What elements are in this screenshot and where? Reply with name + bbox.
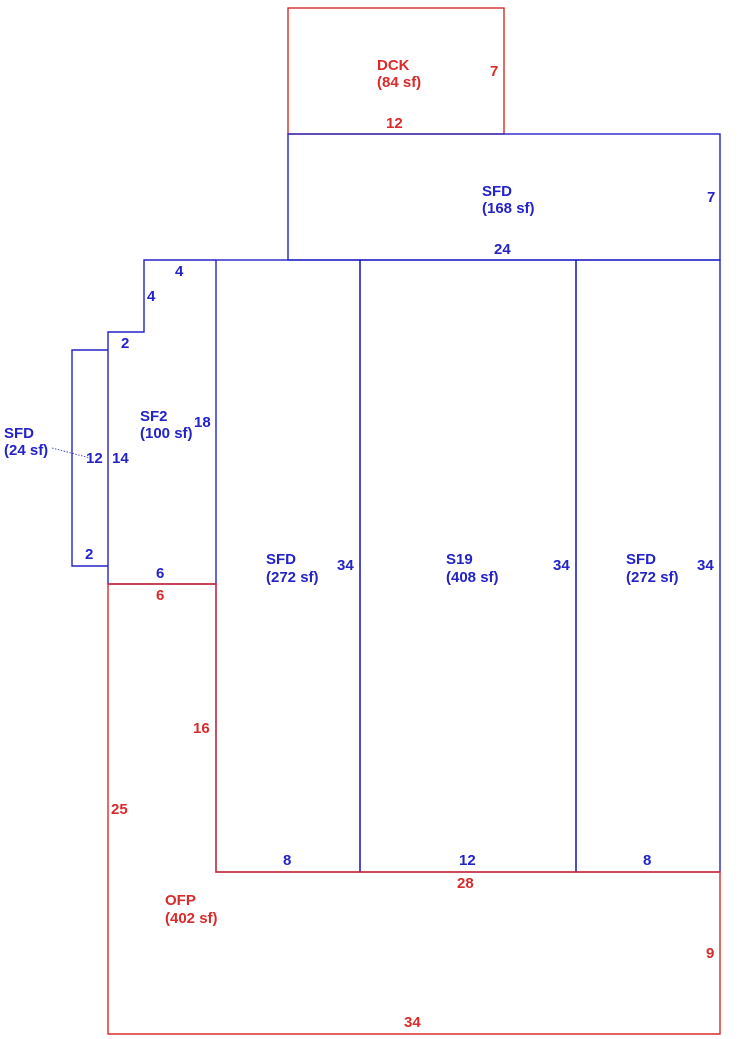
sf2-side-dim: 18 <box>194 414 211 431</box>
ofp-inner-dim: 16 <box>193 720 210 737</box>
sfd-left-side-dim: 12 <box>86 450 103 467</box>
step-side-dim: 4 <box>147 288 156 305</box>
sf2-code-label: SF2 <box>140 408 168 425</box>
sfd-mid2-code-label: SFD <box>626 551 656 568</box>
sf2-left-dim: 14 <box>112 450 129 467</box>
sfd-left-code-label: SFD <box>4 425 34 442</box>
sfd-mid1-area-label: (272 sf) <box>266 569 319 586</box>
sf2-bottom-dim: 6 <box>156 565 164 582</box>
sfd-left-area-label: (24 sf) <box>4 442 48 459</box>
s19-code-label: S19 <box>446 551 473 568</box>
sfd-mid1-code-label: SFD <box>266 551 296 568</box>
sf2-area-label: (100 sf) <box>140 425 193 442</box>
sfd-mid2-side-dim: 34 <box>697 557 714 574</box>
dck-bottom-dim: 12 <box>386 115 403 132</box>
step-ledge-dim: 2 <box>121 335 129 352</box>
ofp-code-label: OFP <box>165 892 196 909</box>
dck-code-label: DCK <box>377 57 410 74</box>
step-top-dim: 4 <box>175 263 184 280</box>
sfd-top-area-label: (168 sf) <box>482 200 535 217</box>
sfd-left-leader <box>51 447 91 459</box>
ofp-right-dim: 9 <box>706 945 714 962</box>
dck-side-dim: 7 <box>490 63 498 80</box>
ofp-bottom-dim: 34 <box>404 1014 421 1031</box>
sfd-mid2-bottom-dim: 8 <box>643 852 651 869</box>
sfd-top-bottom-dim: 24 <box>494 241 511 258</box>
ofp-left-dim: 25 <box>111 801 128 818</box>
sfd-left-outline <box>71 349 108 567</box>
sfd-top-code-label: SFD <box>482 183 512 200</box>
s19-side-dim: 34 <box>553 557 570 574</box>
ofp-top-right-dim: 28 <box>457 875 474 892</box>
ofp-area-label: (402 sf) <box>165 910 218 927</box>
sfd-top-side-dim: 7 <box>707 189 715 206</box>
ofp-outline <box>107 583 721 1035</box>
sfd-left-bottom-dim: 2 <box>85 546 93 563</box>
sfd-mid2-area-label: (272 sf) <box>626 569 679 586</box>
s19-bottom-dim: 12 <box>459 852 476 869</box>
s19-area-label: (408 sf) <box>446 569 499 586</box>
ofp-top-left-dim: 6 <box>156 587 164 604</box>
sfd-mid1-bottom-dim: 8 <box>283 852 291 869</box>
sfd-mid1-side-dim: 34 <box>337 557 354 574</box>
dck-area-label: (84 sf) <box>377 74 421 91</box>
